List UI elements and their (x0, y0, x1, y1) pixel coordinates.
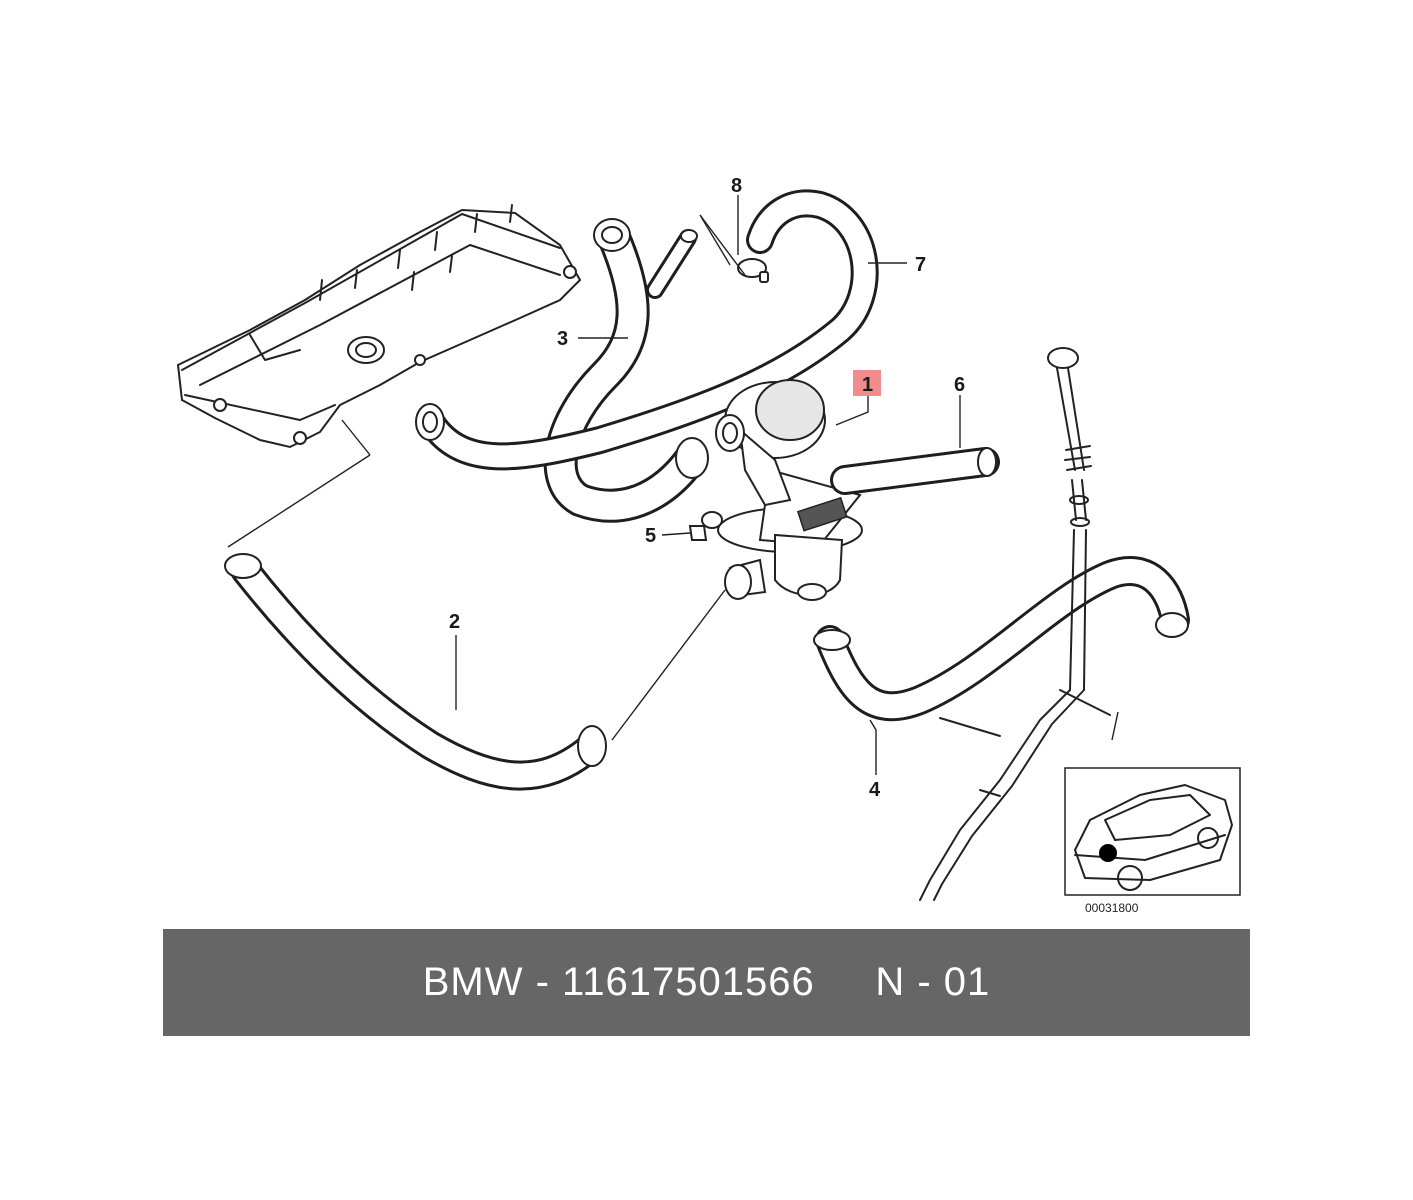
hose-3 (543, 218, 709, 523)
hose-2 (224, 553, 607, 791)
banner-text: BMW - 11617501566 N - 01 (422, 960, 991, 1004)
callout-2: 2 (449, 611, 460, 633)
location-dot (1099, 844, 1117, 862)
car-icon (1074, 784, 1233, 891)
callout-8: 8 (731, 175, 742, 197)
hose-7 (415, 189, 879, 471)
callout-5: 5 (645, 525, 656, 547)
car-location-inset (1064, 767, 1241, 896)
callout-1: 1 (862, 374, 873, 396)
hose-4 (813, 556, 1190, 722)
callout-7: 7 (915, 254, 926, 276)
callout-4: 4 (869, 779, 881, 801)
callout-labels: 1 2 3 4 5 6 7 8 (449, 175, 965, 801)
valve-cover (176, 204, 582, 449)
dipstick (919, 347, 1111, 901)
callout-3: 3 (557, 328, 568, 350)
diagram-code: 00031800 (1085, 901, 1139, 915)
callout-6: 6 (954, 374, 965, 396)
bolt-5 (688, 511, 723, 541)
connection-lines (227, 214, 1119, 741)
part-number-banner: BMW - 11617501566 N - 01 (163, 929, 1250, 1036)
callout-1-highlight (853, 370, 881, 396)
clip-8 (737, 258, 769, 283)
callout-leaders (455, 195, 961, 775)
hose-6 (830, 447, 1000, 495)
